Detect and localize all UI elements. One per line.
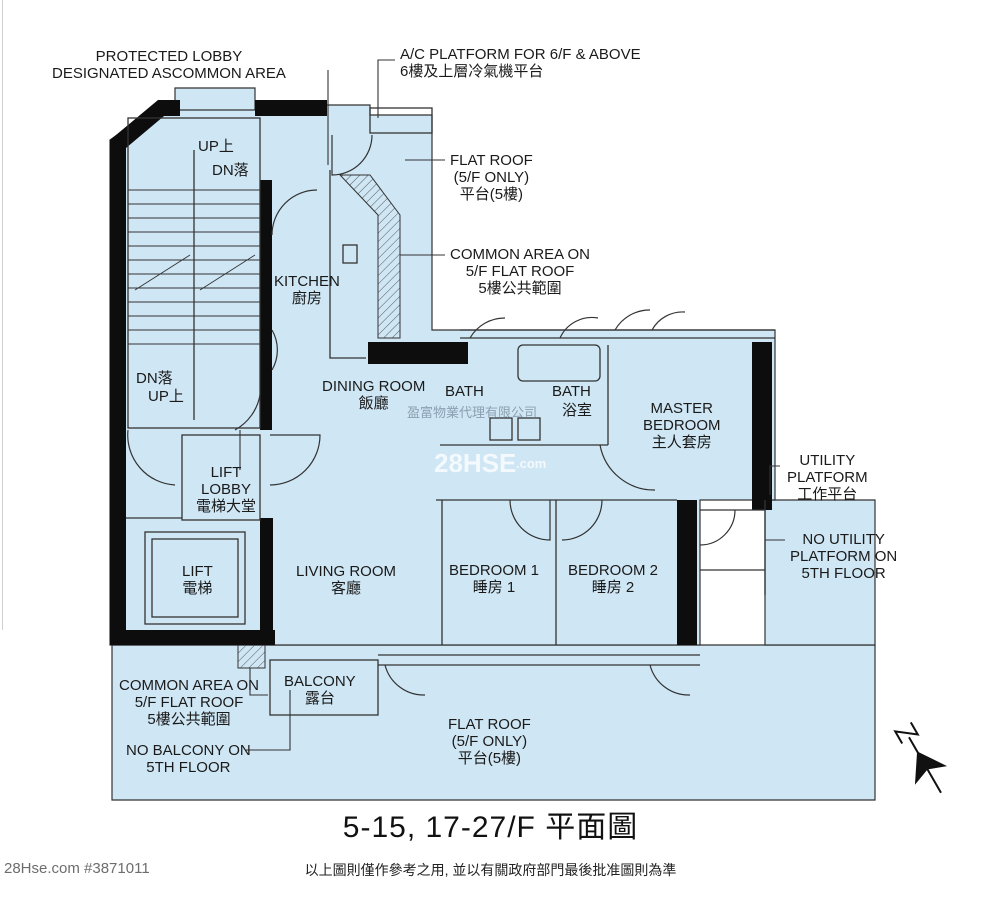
- flat-roof-right-area: [764, 499, 876, 646]
- label-up-bottom: UP上: [148, 388, 184, 405]
- interior-lines: [126, 107, 775, 716]
- plan-title: 5-15, 17-27/F 平面圖: [342, 811, 639, 844]
- label-bath-cn: 浴室: [562, 402, 593, 419]
- watermark-domain: .com: [516, 456, 547, 471]
- north-arrow-icon: [893, 721, 948, 794]
- label-dn-top: DN落: [212, 162, 249, 179]
- label-up-top: UP上: [198, 138, 234, 155]
- stair-outline: [127, 117, 261, 429]
- label-flat-roof-top: FLAT ROOF(5/F ONLY)平台(5樓): [450, 152, 533, 203]
- page-edge-line: [2, 0, 3, 630]
- watermark-brand: 28HSE: [434, 448, 517, 478]
- common-area-hatch-bottom: [237, 644, 266, 669]
- disclaimer: 以上圖則僅作參考之用, 並以有關政府部門最後批准圖則為準: [304, 862, 677, 878]
- lift-car: [151, 538, 239, 618]
- lift-shaft: [144, 531, 246, 625]
- wall-left-lower: [110, 520, 126, 645]
- label-bath-2: BATH: [552, 383, 591, 400]
- wall-top-lobby: [255, 100, 327, 116]
- floor-area: [109, 87, 876, 801]
- label-flat-roof-bottom: FLAT ROOF(5/F ONLY)平台(5樓): [448, 716, 531, 767]
- leader-lines: [239, 59, 785, 751]
- watermark-company: 盈富物業代理有限公司: [407, 405, 538, 420]
- door-swings: [127, 134, 736, 696]
- wall-bottom-left: [110, 630, 275, 645]
- wall-lift-right: [260, 518, 273, 645]
- bathtub: [517, 344, 601, 382]
- label-bath-1: BATH: [445, 383, 484, 400]
- wall-dining: [368, 342, 468, 364]
- ac-platform: [369, 107, 433, 134]
- balcony-rail: [269, 659, 379, 716]
- common-area-hatch-top: [338, 174, 401, 339]
- wall-stair-right: [260, 180, 272, 430]
- lift-lobby-box: [181, 434, 261, 521]
- basin-1: [489, 417, 513, 441]
- wall-bedroom2-right: [677, 500, 697, 645]
- source-tag: 28Hse.com #3871011: [4, 860, 150, 877]
- basin-2: [517, 417, 541, 441]
- structural-walls: [110, 100, 772, 645]
- label-dn-bottom: DN落: [136, 370, 173, 387]
- stair-treads: [128, 189, 260, 345]
- wall-master-right: [752, 342, 772, 510]
- kitchen-counter: [329, 170, 366, 359]
- lobby-top-area: [174, 87, 256, 111]
